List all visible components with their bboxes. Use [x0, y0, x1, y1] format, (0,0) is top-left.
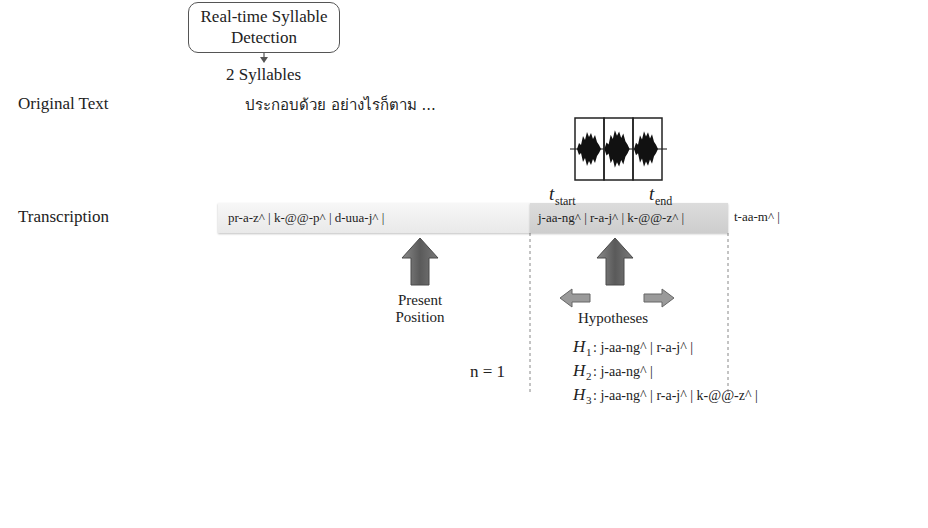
hypothesis-text: : j-aa-ng^ |: [593, 364, 653, 380]
time-symbol: t: [549, 183, 554, 205]
time-symbol: t: [649, 183, 654, 205]
hypothesis-symbol: H: [573, 385, 585, 405]
count-label: 2 Syllables: [226, 65, 301, 85]
hypothesis-text: : j-aa-ng^ | r-a-j^ |: [593, 340, 693, 356]
hypotheses-label: Hypotheses: [578, 310, 648, 327]
hypothesis-text: : j-aa-ng^ | r-a-j^ | k-@@-z^ |: [593, 388, 758, 404]
hypothesis-index: 2: [586, 370, 592, 383]
frame-boxes: [575, 118, 662, 180]
row-label: Transcription: [18, 207, 109, 227]
hypothesis-symbol: H: [573, 337, 585, 357]
n-value: n = 1: [470, 362, 505, 382]
time-subscript: end: [655, 195, 672, 209]
left-arrow: [560, 289, 590, 307]
row-label: Original Text: [18, 94, 109, 114]
hypothesis-symbol: H: [573, 361, 585, 381]
position-label: Present Position: [383, 292, 457, 327]
transcription-text: t-aa-m^ |: [734, 210, 780, 225]
waveform: [577, 130, 658, 167]
dashed-boundary: [530, 233, 728, 392]
detection-box: Real-time Syllable Detection: [188, 2, 340, 53]
hypothesis-index: 3: [586, 394, 592, 407]
transcription-band: pr-a-z^ | k-@@-p^ | d-uua-j^ |: [218, 203, 530, 233]
time-subscript: start: [555, 195, 576, 209]
position-arrow: [402, 238, 438, 285]
right-arrow: [644, 289, 674, 307]
arrow-head: [260, 57, 268, 63]
hypothesis-index: 1: [586, 346, 592, 359]
hypothesis-arrow: [597, 238, 633, 285]
transcription-text: j-aa-ng^ | r-a-j^ | k-@@-z^ |: [538, 210, 684, 226]
transcription-text: pr-a-z^ | k-@@-p^ | d-uua-j^ |: [228, 210, 384, 226]
box-label: Real-time Syllable Detection: [195, 7, 333, 48]
thai-text: ประกอบด้วย อย่างไรก็ตาม ...: [245, 97, 436, 114]
